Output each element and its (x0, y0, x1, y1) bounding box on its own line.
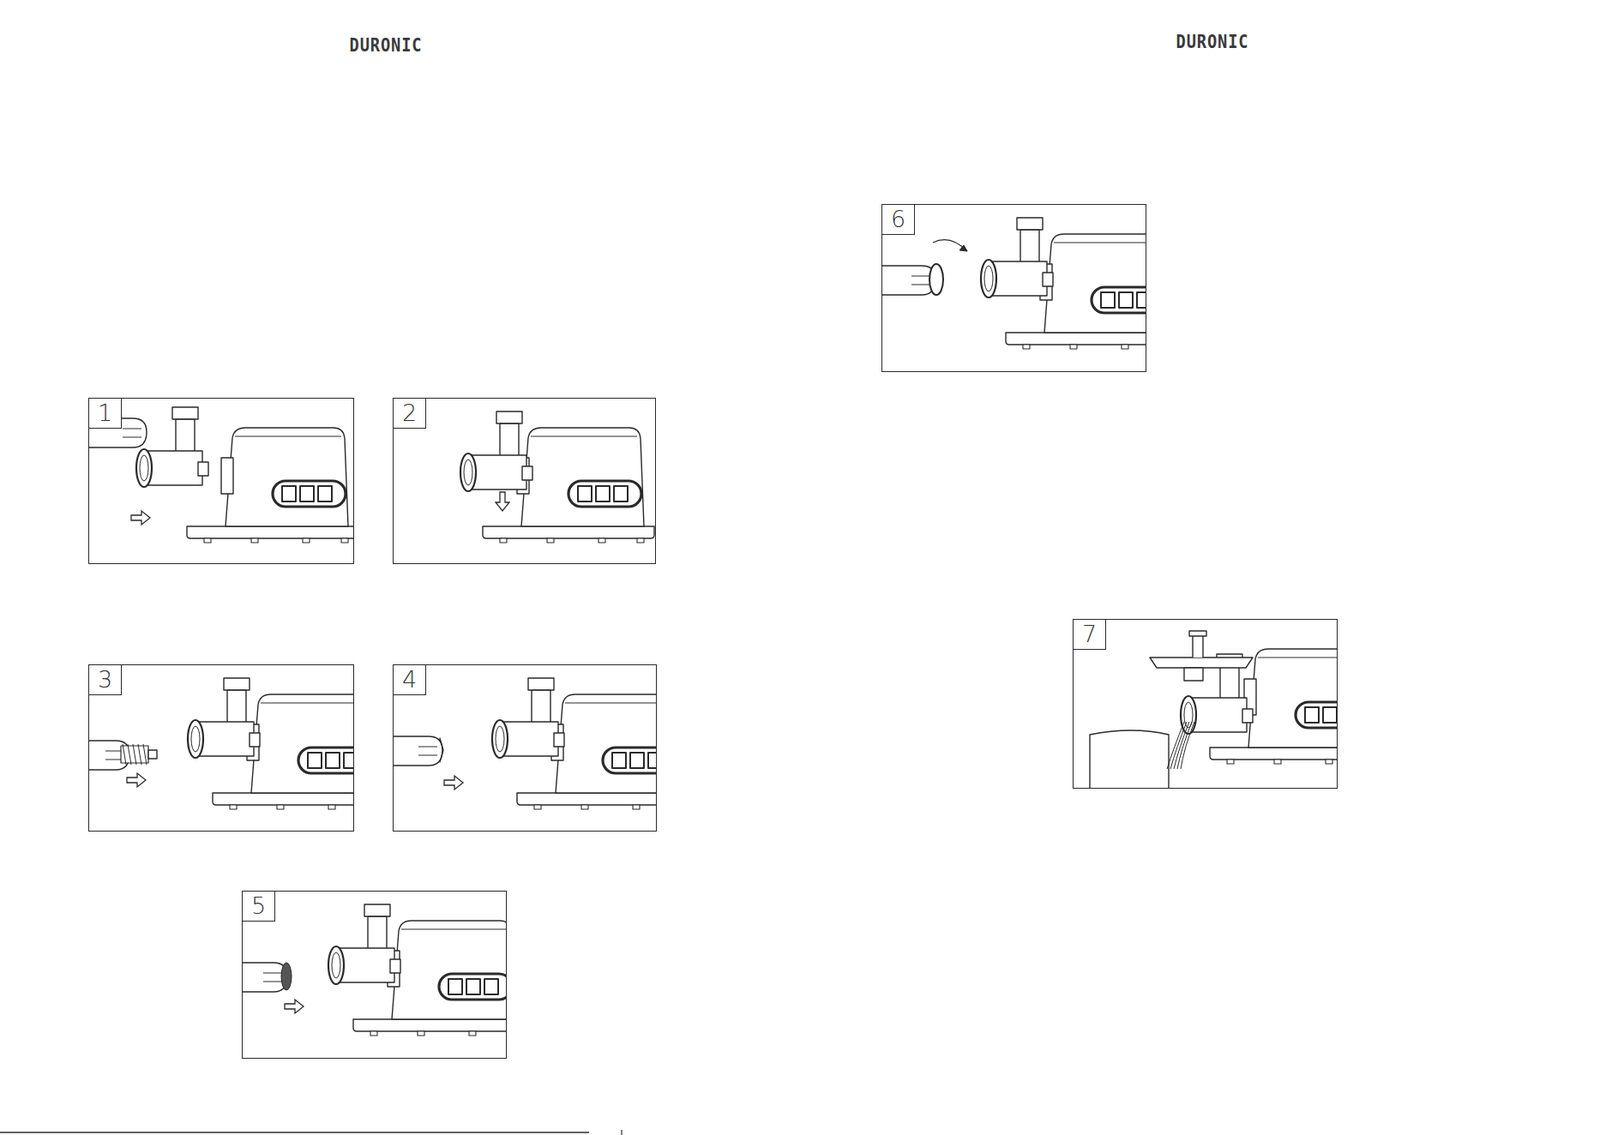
step-number: 5 (242, 891, 276, 922)
step-panel: 7 (1072, 619, 1338, 789)
page-tick (620, 1130, 622, 1135)
step-number: 7 (1073, 619, 1107, 650)
step-illustration (88, 407, 359, 543)
brand-logo: DURONIC (1176, 30, 1250, 53)
step-panel: 3 (88, 664, 355, 832)
step-number: 1 (89, 398, 122, 429)
step-illustration (392, 678, 689, 810)
step-panel: 2 (392, 397, 656, 565)
step-illustration (88, 678, 385, 810)
page-rule (0, 1131, 590, 1134)
step-illustration (460, 411, 655, 543)
step-panel: 4 (392, 664, 657, 832)
step-number: 4 (393, 665, 427, 696)
step-illustration (241, 904, 525, 1036)
step-panel: 5 (241, 890, 507, 1059)
step-illustration (881, 217, 1178, 349)
step-panel: 6 (881, 204, 1147, 373)
brand-logo: DURONIC (349, 34, 423, 56)
step-number: 3 (89, 665, 122, 696)
step-illustration (1089, 631, 1382, 789)
step-panel: 1 (88, 397, 355, 565)
step-number: 6 (882, 204, 915, 235)
step-number: 2 (393, 398, 427, 429)
